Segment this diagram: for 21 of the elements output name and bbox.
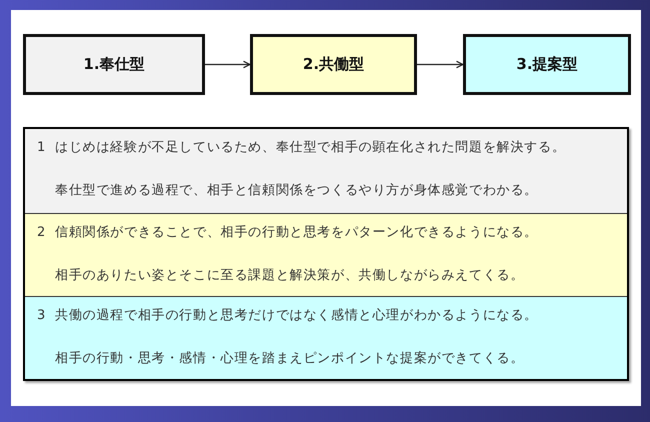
arrow <box>205 60 251 68</box>
table-frame <box>23 127 629 381</box>
row-text: はじめは経験が不足しているため、奉仕型で相手の顕在化された問題を解決する。 <box>55 139 566 157</box>
row-number: 3 <box>37 307 46 325</box>
row-text: 相手の行動・思考・感情・心理を踏まえピンポイントな提案ができてくる。 <box>55 350 526 368</box>
stage-label: 1.奉仕型 <box>83 55 145 74</box>
table-row <box>25 296 627 379</box>
row-text: 奉仕型で進める過程で、相手と信頼関係をつくるやり方が身体感覚でわかる。 <box>55 182 539 200</box>
stage-box <box>23 34 205 95</box>
row-text: 相手のありたい姿とそこに至る課題と解決策が、共働しながらみえてくる。 <box>55 267 526 285</box>
stage-label: 2.共働型 <box>302 55 364 74</box>
table-row <box>25 213 627 296</box>
stage-box <box>463 34 631 95</box>
row-number: 1 <box>37 139 46 157</box>
arrow <box>417 60 464 68</box>
stage-box <box>250 34 417 95</box>
row-text: 共働の過程で相手の行動と思考だけではなく感情と心理がわかるようになる。 <box>55 307 538 325</box>
row-text: 信頼関係ができることで、相手の行動と思考をパターン化できるようになる。 <box>55 224 538 242</box>
stage-label: 3.提案型 <box>516 55 578 74</box>
row-number: 2 <box>37 224 46 242</box>
table-row <box>25 129 627 213</box>
